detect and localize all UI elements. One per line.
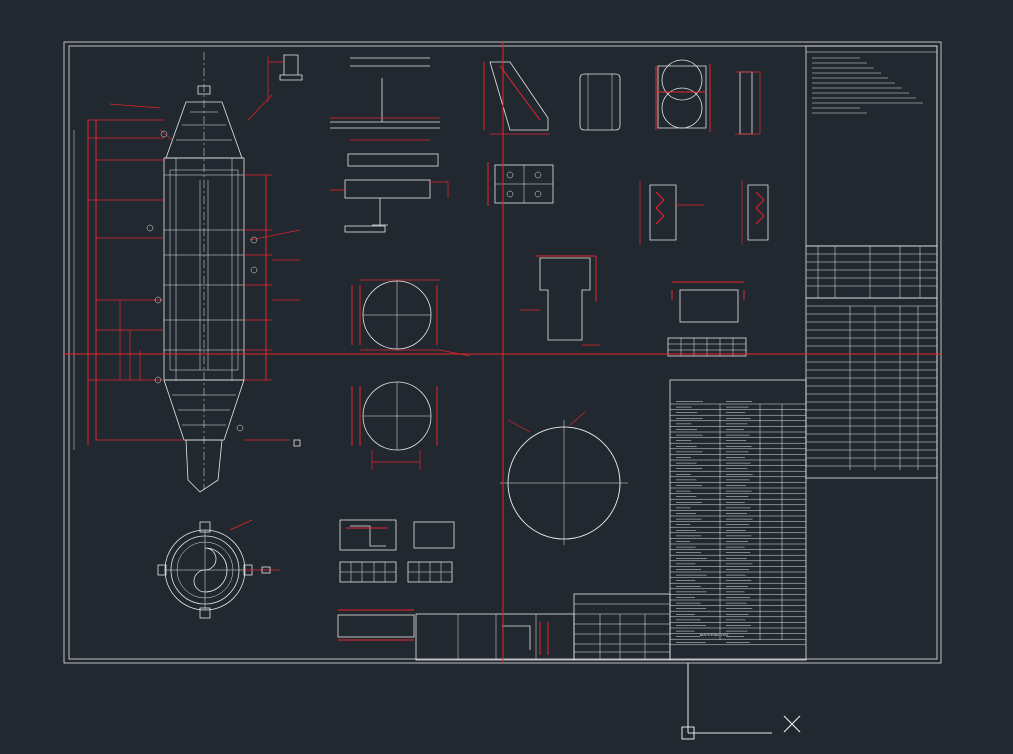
detail-strip-bottom — [415, 593, 671, 661]
title-block-notes — [812, 57, 923, 114]
weld-detail-tables — [337, 519, 455, 641]
baffle-plate-views — [351, 279, 471, 470]
ucs-axis-icon — [681, 663, 801, 740]
crosshair-icon — [64, 42, 941, 663]
detail-views-center — [483, 61, 621, 206]
perforated-plate-view — [500, 411, 628, 545]
vessel-plan-view — [157, 519, 280, 619]
title-block — [805, 45, 938, 479]
vessel-elevation-view — [73, 52, 301, 493]
bom-title: MATERIAL LIST — [700, 632, 730, 637]
material-list-table — [669, 379, 807, 661]
section-details-middle — [520, 255, 747, 357]
nozzle-details — [639, 59, 769, 245]
detail-views-top — [267, 54, 449, 233]
